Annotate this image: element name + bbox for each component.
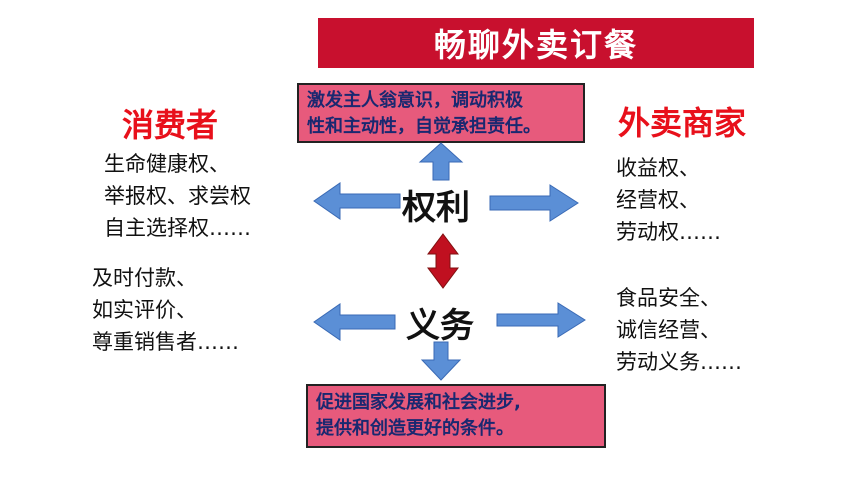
consumer-heading: 消费者 [122, 106, 219, 144]
list-item: 及时付款、 [92, 266, 197, 290]
arrow-right-rights-icon [489, 184, 579, 222]
top-note-box: 激发主人翁意识，调动积极 性和主动性，自觉承担责任。 [297, 83, 585, 143]
double-arrow-icon [427, 233, 459, 289]
list-item: 食品安全、 [616, 286, 721, 310]
list-item: 经营权、 [616, 188, 700, 212]
arrow-up-icon [418, 142, 464, 181]
list-item: 劳动义务…… [616, 350, 742, 374]
consumer-duties-list: 及时付款、 如实评价、 尊重销售者…… [92, 262, 239, 358]
list-item: 尊重销售者…… [92, 330, 239, 354]
consumer-rights-list: 生命健康权、 举报权、求尝权 自主选择权…… [104, 148, 251, 244]
top-note-line-2: 性和主动性，自觉承担责任。 [307, 116, 541, 137]
list-item: 举报权、求尝权 [104, 184, 251, 208]
arrow-down-icon [420, 341, 462, 381]
list-item: 劳动权…… [616, 220, 721, 244]
diagram-title: 畅聊外卖订餐 [318, 18, 754, 68]
bottom-note-line-2: 提供和创造更好的条件。 [316, 418, 514, 439]
top-note-line-1: 激发主人翁意识，调动积极 [307, 90, 523, 111]
arrow-right-duties-icon [496, 302, 586, 338]
arrow-left-rights-icon [313, 182, 401, 220]
list-item: 自主选择权…… [104, 216, 251, 240]
list-item: 收益权、 [616, 156, 700, 180]
merchant-heading: 外卖商家 [618, 104, 747, 142]
merchant-rights-list: 收益权、 经营权、 劳动权…… [616, 152, 721, 248]
bottom-note-box: 促进国家发展和社会进步, 提供和创造更好的条件。 [306, 384, 606, 448]
list-item: 生命健康权、 [104, 152, 230, 176]
rights-label: 权利 [402, 188, 470, 228]
arrow-left-duties-icon [313, 303, 396, 341]
bottom-note-line-1: 促进国家发展和社会进步, [316, 392, 521, 413]
duties-label: 义务 [406, 306, 474, 346]
list-item: 诚信经营、 [616, 318, 721, 342]
list-item: 如实评价、 [92, 298, 197, 322]
merchant-duties-list: 食品安全、 诚信经营、 劳动义务…… [616, 282, 742, 378]
